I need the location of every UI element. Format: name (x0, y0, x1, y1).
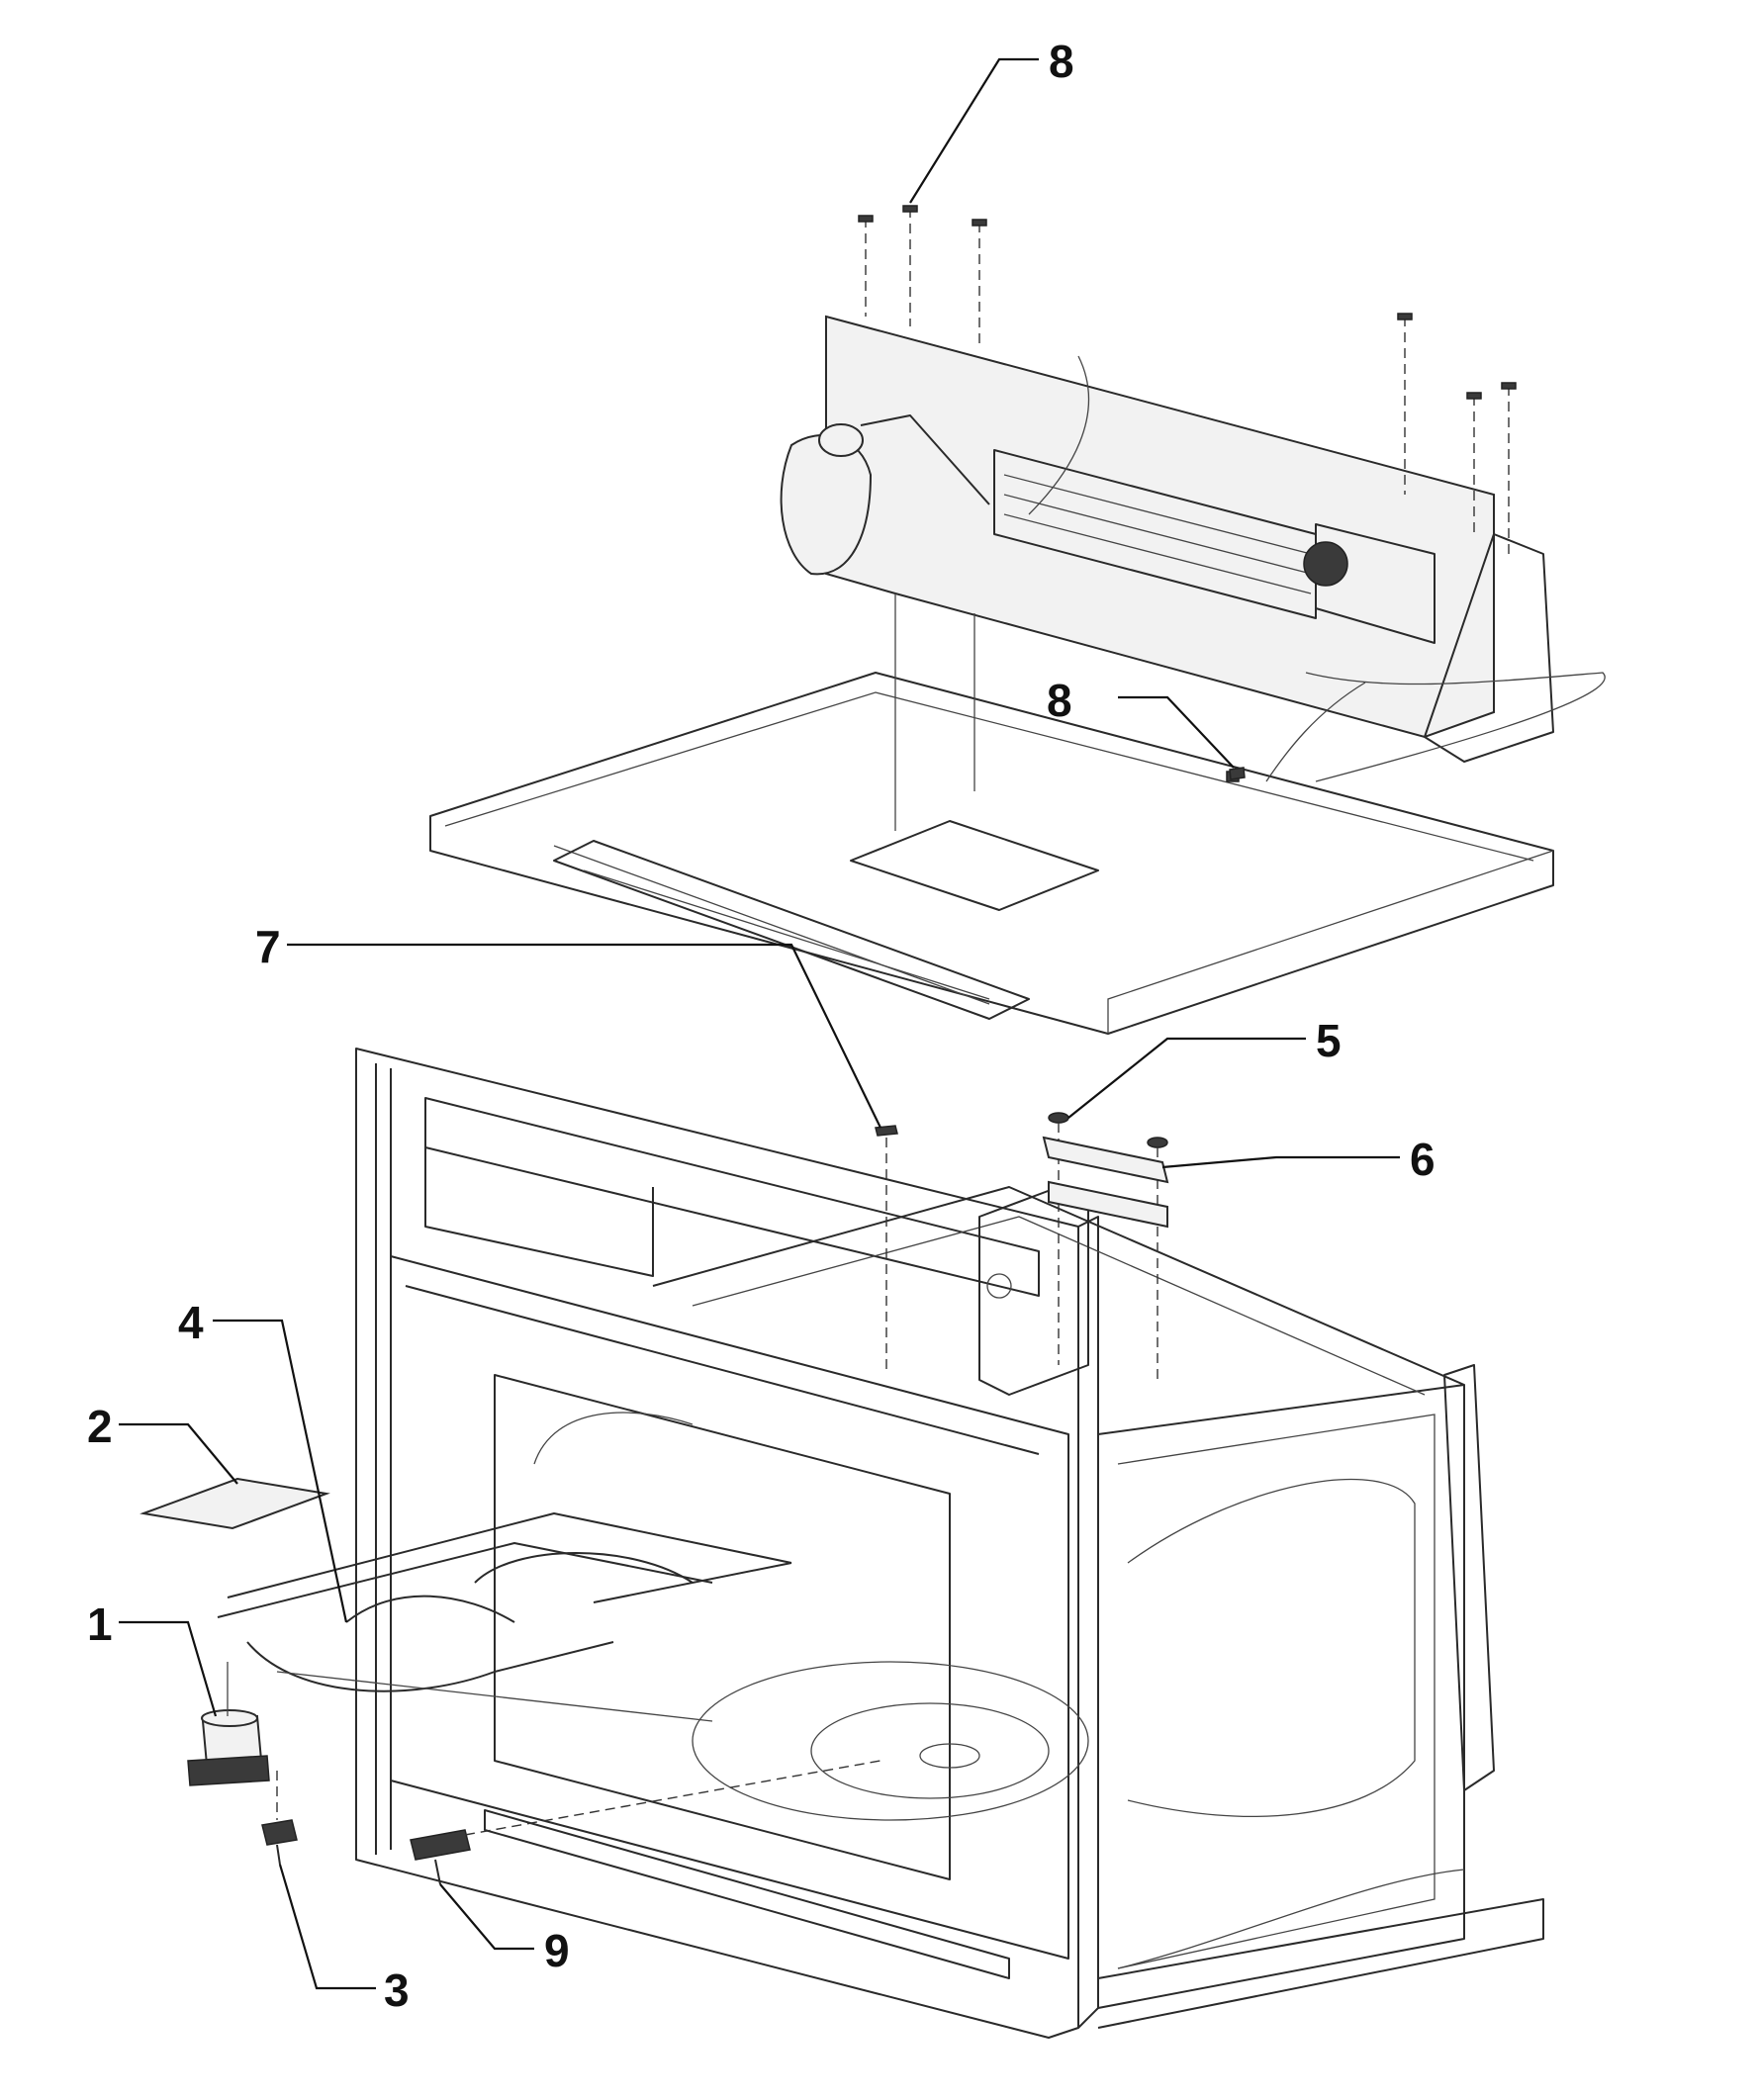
callout-6: 6 (1410, 1134, 1436, 1185)
callout-5: 5 (1316, 1015, 1342, 1066)
callout-labels: 8 8 7 5 6 4 2 1 3 9 (87, 36, 1436, 2016)
callout-7: 7 (255, 921, 281, 972)
upper-assembly (429, 205, 1606, 1035)
part-2-cover (139, 1477, 330, 1530)
callout-8-lower: 8 (1047, 675, 1072, 726)
part-4-heater (217, 1512, 792, 1722)
part-9-coupler (410, 1760, 881, 1885)
callout-2: 2 (87, 1401, 113, 1452)
part-1-thermostat (187, 1662, 270, 1786)
callout-1: 1 (87, 1598, 113, 1650)
part-8-screw-lower (1229, 767, 1246, 780)
callout-8-top: 8 (1049, 36, 1074, 87)
callout-4: 4 (178, 1297, 204, 1348)
part-3-clip (261, 1771, 298, 1866)
oven-cavity (355, 1048, 1544, 2039)
part-6-bracket (1042, 1136, 1169, 1229)
callout-9: 9 (544, 1925, 570, 1976)
callout-leaders (119, 57, 1400, 1990)
part-7-plate (875, 1125, 898, 1375)
callout-3: 3 (384, 1964, 410, 2016)
